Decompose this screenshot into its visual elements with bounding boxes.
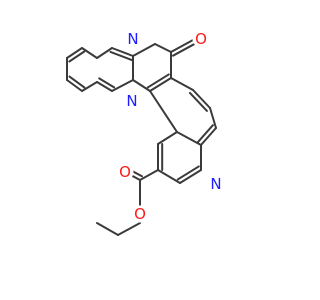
double-bond [157, 143, 164, 171]
atom-o-ester: O [131, 205, 149, 223]
bond-line [81, 81, 98, 92]
double-bond [170, 39, 197, 57]
atom-symbol-n: N [210, 175, 221, 193]
atom-label-background [123, 92, 141, 110]
bond-line [170, 77, 194, 91]
molecule-structure-diagram: N N N O O O [66, 30, 225, 236]
bond-line [149, 77, 172, 92]
bond-line [139, 169, 159, 181]
atom-label-background [131, 205, 149, 223]
single-bond [132, 43, 156, 57]
single-bond [157, 169, 181, 184]
double-bond [176, 165, 202, 184]
atom-label-background [192, 30, 210, 48]
bond-line [111, 79, 134, 92]
bond-line [132, 43, 156, 57]
bond-line [179, 169, 202, 184]
atom-symbol-o: O [195, 30, 207, 48]
atom-n-pyr-top: N [124, 30, 142, 48]
single-bond [139, 169, 159, 181]
single-bond [81, 81, 98, 92]
bond-line [209, 107, 217, 129]
bond-line [154, 43, 172, 53]
single-bond [81, 47, 98, 59]
atom-label-background [124, 30, 142, 48]
single-bond [149, 90, 178, 133]
double-bond [66, 47, 86, 63]
bond-line [96, 222, 119, 236]
bond-line-secondary [146, 73, 170, 89]
atom-o-keto: O [192, 30, 210, 48]
single-bond [176, 131, 202, 146]
double-bond [109, 47, 134, 61]
single-bond [111, 79, 134, 92]
atom-o-carbonyl: O [116, 163, 134, 181]
bond-line [170, 39, 194, 53]
bond-line [66, 79, 83, 92]
bond-line-secondary [98, 77, 116, 89]
single-bond [157, 131, 178, 145]
double-bond [188, 89, 211, 112]
bond-line [66, 47, 83, 59]
bond-line [149, 90, 178, 133]
bond-line [96, 81, 113, 92]
atom-symbol-n: N [127, 30, 138, 48]
bond-line-secondary [172, 42, 197, 57]
double-bond [66, 75, 86, 92]
bond-line-secondary [68, 50, 86, 63]
bond-line-secondary [176, 165, 200, 181]
bond-line-secondary [196, 124, 214, 144]
single-bond [117, 222, 141, 236]
double-bond [146, 73, 172, 92]
atom-symbol-o: O [119, 163, 131, 181]
bond-line [132, 79, 151, 92]
bond-line-secondary [188, 91, 208, 112]
single-bond [154, 43, 172, 53]
bond-line [117, 222, 141, 236]
atom-symbol-o: O [134, 205, 146, 223]
bond-line-secondary [68, 75, 86, 89]
atom-n-quin: N [207, 175, 225, 193]
bond-line [192, 89, 211, 109]
single-bond [96, 47, 113, 59]
atom-label-background [116, 163, 134, 181]
bond-line-secondary [109, 50, 133, 61]
atom-label-layer: N N N O O O [116, 30, 225, 223]
single-bond [170, 77, 194, 91]
double-bond [96, 77, 116, 92]
atom-label-background [207, 175, 225, 193]
bond-line [111, 47, 134, 57]
bond-line [200, 127, 217, 146]
bond-line [157, 169, 181, 184]
bond-line [96, 47, 113, 59]
double-bond [196, 124, 217, 146]
single-bond [96, 222, 119, 236]
atom-symbol-n: N [126, 92, 137, 110]
bond-line [176, 131, 202, 146]
bond-line [157, 131, 178, 145]
single-bond [209, 107, 217, 129]
single-bond [132, 79, 151, 92]
atom-n-bridge: N [123, 92, 141, 110]
bond-line [81, 47, 98, 59]
